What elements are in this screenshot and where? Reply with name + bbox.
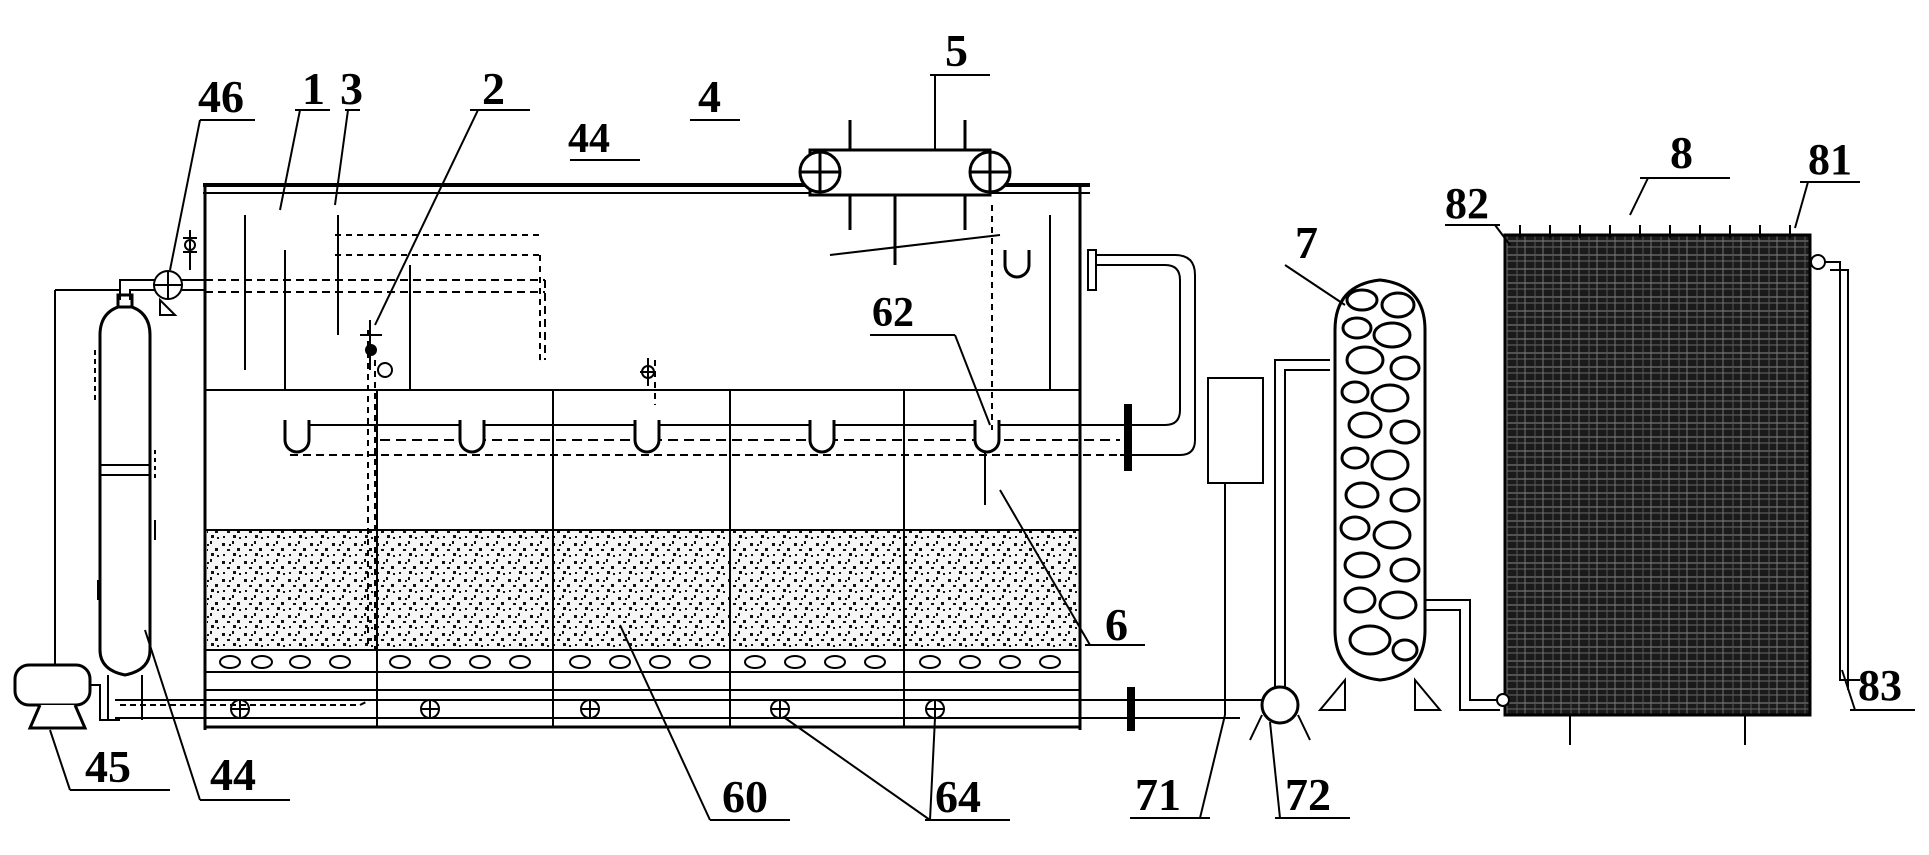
label-4: 4: [698, 71, 721, 122]
label-72: 72: [1285, 769, 1331, 820]
pump-72: [1240, 359, 1330, 741]
label-1: 1: [302, 63, 325, 114]
membrane-module-8: [1496, 225, 1860, 745]
tower-44: [94, 293, 156, 721]
label-44-bottom: 44: [210, 749, 256, 800]
label-5: 5: [945, 25, 968, 76]
air-pipe-46: [119, 230, 205, 316]
valve-small: [640, 358, 656, 386]
label-62: 62: [872, 290, 914, 336]
label-82: 82: [1445, 179, 1489, 228]
label-3: 3: [340, 63, 363, 114]
labels: 46 1 3 2 44 4 5 62 6 7 8 81 82 83 45 44 …: [85, 25, 1902, 822]
filter-media-layer: [207, 530, 1078, 650]
leader-lines: [49, 74, 1915, 821]
label-45: 45: [85, 741, 131, 792]
label-7: 7: [1295, 217, 1318, 268]
control-box-71: [1207, 377, 1264, 715]
label-83: 83: [1858, 661, 1902, 710]
label-44-top: 44: [568, 116, 610, 162]
dashed-risers: [335, 205, 993, 650]
label-81: 81: [1808, 135, 1852, 184]
label-6: 6: [1105, 599, 1128, 650]
valve-2: [360, 320, 393, 378]
label-8: 8: [1670, 127, 1693, 178]
media-dividers: [205, 529, 1080, 650]
label-60: 60: [722, 771, 768, 822]
support-gravel-row: [205, 649, 1080, 673]
label-71: 71: [1135, 769, 1181, 820]
vessel-7: [1317, 278, 1500, 711]
aeration-header-pipe: [290, 249, 1196, 471]
label-2: 2: [482, 63, 505, 114]
heat-exchanger-5: [798, 120, 1012, 265]
label-46: 46: [198, 71, 244, 122]
bottom-pipe: [115, 687, 1240, 731]
dashed-top-lines: [205, 279, 546, 360]
label-64: 64: [935, 771, 981, 822]
pump-45: [13, 289, 120, 730]
u-distributors: [283, 250, 1031, 454]
